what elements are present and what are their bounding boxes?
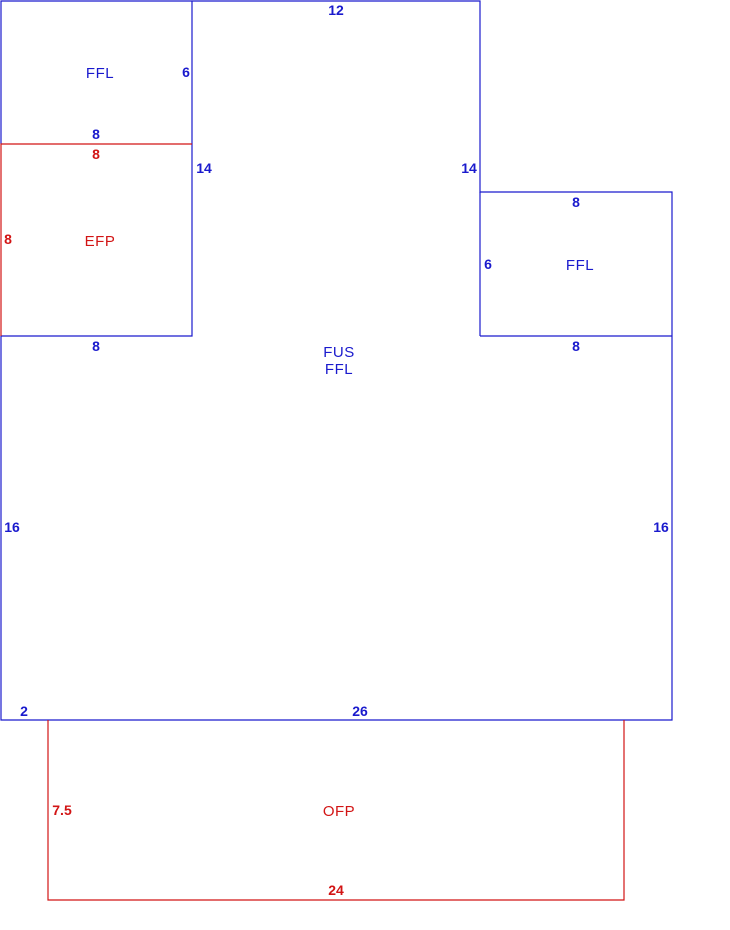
dim-main-left-upper: 14 [196,160,212,176]
dim-efp-bottom: 8 [92,338,100,354]
top-left-area-label: FFL [86,65,114,82]
dim-efp-top: 8 [92,146,100,162]
efp-area-label: EFP [85,233,116,250]
ofp-outline [47,720,625,901]
dim-right-bottom: 8 [572,338,580,354]
main-area-label-1: FUS [323,344,355,361]
ofp-area-label: OFP [323,803,355,820]
dim-ofp-left: 7.5 [52,802,72,818]
dim-tl-bottom: 8 [92,126,100,142]
dim-main-bottom-offset: 2 [20,703,28,719]
building-outline [0,0,673,721]
dim-main-right-upper: 14 [461,160,477,176]
dim-main-right: 16 [653,519,669,535]
top-left-ffl-outline [0,0,192,144]
dim-ofp-bottom: 24 [328,882,344,898]
dim-tl-right: 6 [182,64,190,80]
main-area-label-2: FFL [325,361,353,378]
dim-right-left: 6 [484,256,492,272]
right-area-label: FFL [566,257,594,274]
dim-efp-left: 8 [4,231,12,247]
dim-main-top: 12 [328,2,344,18]
efp-outline [0,143,192,336]
dim-right-top: 8 [572,194,580,210]
dim-main-left: 16 [4,519,20,535]
dim-main-bottom: 26 [352,703,368,719]
